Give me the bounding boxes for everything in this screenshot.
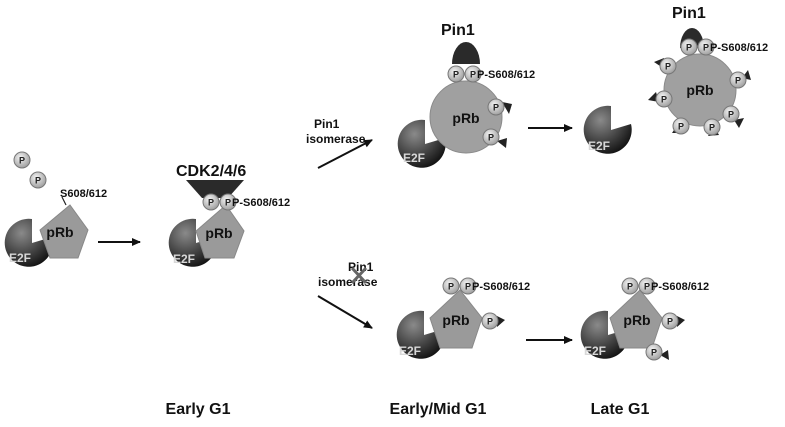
pin1-label-1: Pin1 (441, 22, 475, 39)
svg-text:P: P (208, 198, 214, 208)
prb-2: pRb (195, 204, 245, 259)
phosphate-4e: P (672, 117, 690, 135)
svg-text:P: P (470, 70, 476, 80)
pin1-iso-lower-2: isomerase (318, 275, 378, 289)
state-lower-2: E2F pRb P P P-S608/612 P P (580, 277, 709, 361)
e2f-6: E2F (580, 310, 629, 359)
phosphate-5a: P (442, 277, 460, 295)
svg-text:E2F: E2F (403, 151, 425, 165)
phosphate-free-1: P (13, 151, 31, 169)
svg-text:P: P (35, 176, 41, 186)
cdk-shape (186, 180, 244, 198)
phase-early-g1: Early G1 (166, 401, 231, 418)
phosphate-4b: P (697, 38, 715, 56)
phosphate-4c: P (654, 57, 677, 75)
prb-6: pRb (609, 289, 663, 349)
svg-text:P: P (661, 95, 667, 105)
state-lower-1: E2F pRb P P P-S608/612 P (396, 277, 530, 359)
phosphate-4d: P (648, 90, 673, 108)
site-tick (61, 196, 67, 206)
e2f-1: E2F (4, 218, 53, 267)
svg-text:P: P (448, 282, 454, 292)
svg-text:P: P (644, 282, 650, 292)
svg-text:pRb: pRb (686, 82, 713, 98)
svg-text:P: P (735, 76, 741, 86)
state-upper-2: E2F Pin1 pRb P P P-S608/612 P P (583, 5, 768, 154)
phosphate-4g: P (729, 70, 751, 89)
svg-text:P: P (667, 317, 673, 327)
e2f-3: E2F (397, 119, 446, 168)
svg-text:P: P (627, 282, 633, 292)
e2f-5: E2F (396, 310, 445, 359)
site-label-6: P-S608/612 (651, 281, 709, 293)
arrow-upper (317, 139, 373, 169)
svg-text:P: P (488, 133, 494, 143)
prb-5: pRb (429, 289, 483, 349)
phosphate-6a: P (621, 277, 639, 295)
prb-1: pRb (39, 204, 89, 259)
svg-text:P: P (19, 156, 25, 166)
svg-text:P: P (487, 317, 493, 327)
svg-text:P: P (465, 282, 471, 292)
site-label-5: P-S608/612 (472, 281, 530, 293)
svg-text:P: P (703, 43, 709, 53)
phosphate-6b: P (638, 277, 656, 295)
site-label-4: P-S608/612 (710, 42, 768, 54)
state-cdk: CDK2/4/6 E2F pRb P P P-S608/612 (168, 163, 290, 267)
pin1-shape-1 (452, 42, 480, 64)
svg-text:pRb: pRb (452, 110, 479, 126)
phosphate-3d: P (482, 128, 507, 148)
svg-text:E2F: E2F (588, 139, 610, 153)
arrow-lower (317, 295, 373, 329)
phase-early-mid-g1: Early/Mid G1 (390, 401, 487, 418)
svg-text:E2F: E2F (399, 344, 421, 358)
svg-text:E2F: E2F (173, 252, 195, 266)
svg-text:P: P (225, 198, 231, 208)
e2f-4: E2F (583, 105, 632, 154)
svg-text:P: P (453, 70, 459, 80)
svg-text:pRb: pRb (442, 312, 469, 328)
phosphate-3b: P (464, 65, 482, 83)
phosphate-2b: P (219, 193, 237, 211)
svg-text:P: P (651, 348, 657, 358)
phosphate-4a: P (680, 38, 698, 56)
pin1-label-2: Pin1 (672, 5, 706, 22)
site-label-2: P-S608/612 (232, 197, 290, 209)
cdk-label: CDK2/4/6 (176, 163, 246, 180)
site-label-1: S608/612 (60, 188, 107, 200)
phosphate-4h: P (722, 105, 744, 128)
phosphate-3a: P (447, 65, 465, 83)
svg-text:P: P (686, 43, 692, 53)
cross-mark (350, 266, 368, 285)
svg-text:P: P (678, 122, 684, 132)
state-initial: P P E2F pRb S608/612 (4, 151, 107, 267)
prb-4: pRb (663, 53, 737, 127)
phosphate-2a: P (202, 193, 220, 211)
phosphate-6d: P (645, 343, 669, 361)
svg-text:P: P (493, 103, 499, 113)
site-label-3: P-S608/612 (477, 69, 535, 81)
phosphate-5b: P (459, 277, 477, 295)
svg-text:P: P (709, 123, 715, 133)
svg-text:pRb: pRb (46, 224, 73, 240)
svg-text:E2F: E2F (9, 251, 31, 265)
phosphate-4f: P (703, 118, 721, 136)
phosphate-3c: P (487, 98, 512, 116)
phosphate-6c: P (661, 312, 685, 330)
state-upper-1: Pin1 E2F pRb P P P-S608/612 P P (397, 22, 535, 168)
svg-text:pRb: pRb (205, 225, 232, 241)
phase-late-g1: Late G1 (591, 401, 650, 418)
svg-text:pRb: pRb (623, 312, 650, 328)
svg-text:E2F: E2F (584, 344, 606, 358)
pin1-iso-upper-2: isomerase (306, 132, 366, 146)
svg-text:P: P (728, 110, 734, 120)
svg-text:P: P (665, 62, 671, 72)
phosphate-free-2: P (29, 171, 47, 189)
phosphate-5c: P (481, 312, 505, 330)
pin1-iso-upper-1: Pin1 (314, 117, 340, 131)
